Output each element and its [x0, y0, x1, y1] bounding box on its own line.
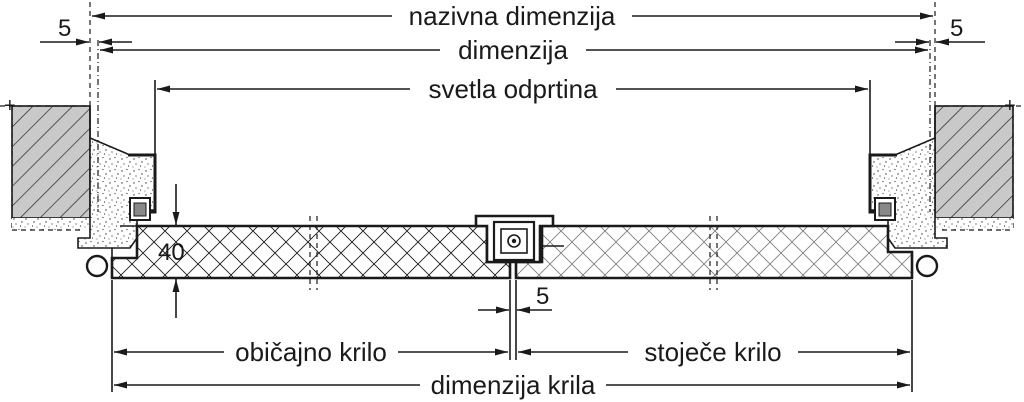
- fixed-leaf: [514, 224, 914, 280]
- left-wall: +: [0, 95, 91, 231]
- label-gap: 5: [536, 283, 549, 310]
- left-frame: [77, 106, 157, 262]
- label-active-leaf: običajno krilo: [235, 337, 387, 367]
- label-thickness: 40: [158, 239, 185, 266]
- label-leaf-dimension: dimenzija krila: [431, 370, 596, 400]
- lock-profile: [474, 214, 564, 264]
- svg-text:+: +: [1004, 95, 1016, 117]
- label-dimension: dimenzija: [458, 35, 568, 65]
- left-hinge: [85, 254, 109, 278]
- svg-text:+: +: [4, 95, 16, 117]
- right-hinge: [915, 254, 939, 278]
- right-wall: +: [934, 95, 1024, 231]
- label-right-offset: 5: [950, 15, 963, 42]
- label-clear-opening: svetla odprtina: [428, 74, 598, 104]
- label-fixed-leaf: stoječe krilo: [644, 337, 781, 367]
- label-nominal-dimension: nazivna dimenzija: [409, 1, 616, 31]
- label-left-offset: 5: [58, 15, 71, 42]
